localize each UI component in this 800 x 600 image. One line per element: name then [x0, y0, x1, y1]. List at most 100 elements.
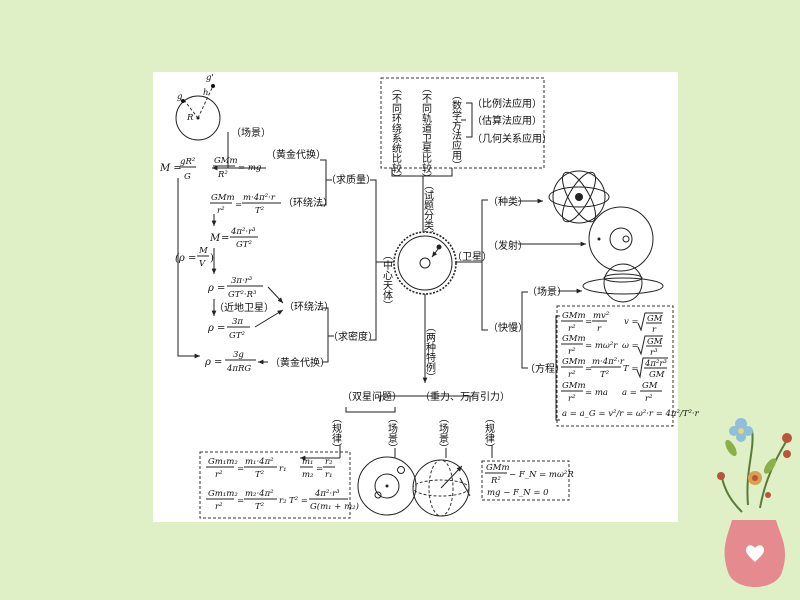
svg-text:a = a_G = v²/r = ω²·r = 4π²/T²: a = a_G = v²/r = ω²·r = 4π²/T²·r	[562, 409, 700, 419]
svg-text:T²: T²	[255, 470, 265, 480]
heart-icon	[745, 545, 765, 562]
label-changjing-left: （场景）	[231, 126, 271, 139]
svg-text:r³: r³	[650, 348, 658, 358]
formula-orbit-mass: GMm r² = m·4π²·r T²	[210, 193, 281, 216]
svg-text:Gm₁m₂: Gm₁m₂	[208, 457, 238, 467]
svg-text:GMm: GMm	[486, 463, 510, 473]
label-teli: （两种特例）	[424, 322, 436, 382]
svg-text:r₂: r₂	[279, 496, 287, 506]
speed-equations: GMm r² = mv² r v = GM r GMm r² = mω²r ω …	[561, 311, 700, 419]
central-gear	[393, 231, 457, 295]
label-gusuan: （估算法应用）	[472, 114, 542, 127]
launch-orbit-figure	[588, 206, 654, 272]
svg-text:4π²r³: 4π²r³	[644, 359, 667, 369]
fig-R-label: R	[186, 113, 194, 123]
svg-text:3g: 3g	[233, 350, 244, 360]
double-star-figure	[357, 456, 417, 516]
svg-text:GM: GM	[647, 314, 663, 324]
svg-text:r²: r²	[568, 347, 576, 357]
label-shuxue-fangfa: （数学方法应用）	[450, 90, 462, 170]
svg-text:r₁: r₁	[325, 470, 332, 480]
svg-text:=: =	[217, 283, 225, 294]
fig-g-prime-label: g'	[206, 73, 214, 83]
svg-text:m·4π²·r: m·4π²·r	[243, 193, 276, 203]
speed-equations-box	[556, 305, 674, 427]
svg-text:3π·r³: 3π·r³	[231, 276, 253, 286]
svg-text:GMm: GMm	[211, 193, 235, 203]
diagram-card	[153, 72, 678, 522]
svg-text:GT²·R³: GT²·R³	[228, 290, 257, 300]
svg-text:T²: T²	[255, 502, 265, 512]
svg-text:=: =	[221, 233, 229, 244]
label-jindi: （近地卫星）	[214, 301, 274, 314]
svg-text:r²: r²	[215, 470, 223, 480]
svg-text:= mω²r: = mω²r	[585, 341, 618, 351]
label-guilv-1: （规律）	[330, 413, 342, 453]
svg-text:V: V	[199, 259, 206, 269]
svg-text:− F_N = mω²R: − F_N = mω²R	[509, 470, 574, 480]
label-kuaiman: （快慢）	[488, 322, 528, 334]
svg-text:ρ: ρ	[207, 283, 214, 294]
formula-density-near: ρ = 3π GT²	[207, 317, 250, 341]
top-comparison-box	[380, 77, 545, 169]
svg-text:M =: M =	[159, 163, 182, 174]
svg-text:m·4π²·r: m·4π²·r	[592, 357, 625, 367]
double-star-formulas: Gm₁m₂ r² = m₁·4π² T² r₁ m₁ m₂ = r₂ r₁ Gm…	[206, 457, 359, 512]
svg-text:=: =	[214, 357, 222, 368]
svg-text:T²: T²	[600, 370, 610, 380]
svg-text:ρ: ρ	[207, 323, 214, 334]
svg-text:=: =	[237, 496, 244, 506]
svg-text:ω =: ω =	[622, 341, 639, 351]
svg-text:4π²·r³: 4π²·r³	[230, 227, 256, 237]
gravity-formula-box	[481, 460, 570, 501]
svg-text:4πRG: 4πRG	[226, 364, 251, 374]
label-qiuzhiliang: （求质量）	[326, 174, 376, 186]
svg-text:=: =	[585, 364, 592, 374]
svg-text:G: G	[184, 172, 191, 182]
svg-text:R²: R²	[217, 170, 228, 180]
formula-density-orbit: ρ = 3π·r³ GT²·R³	[207, 276, 263, 300]
svg-text:m₂·4π²: m₂·4π²	[245, 489, 274, 499]
svg-text:r₂: r₂	[325, 457, 333, 467]
label-changjing-2: （场景）	[437, 413, 449, 453]
svg-text:mv²: mv²	[593, 311, 610, 321]
svg-text:r: r	[652, 325, 657, 335]
label-huangjin-1: （黄金代换）	[266, 148, 326, 161]
svg-text:GT²: GT²	[229, 331, 245, 341]
label-jihe: （几何关系应用）	[472, 132, 552, 145]
svg-text:= ma: = ma	[585, 388, 608, 398]
svg-text:M: M	[209, 233, 221, 244]
formula-mass-golden: M = gR² G	[159, 157, 196, 182]
label-shuangxing: （双星问题）	[342, 390, 402, 403]
formula-density-def: (ρ = M V )	[175, 246, 214, 269]
svg-text:G(m₁ + m₂): G(m₁ + m₂)	[310, 501, 359, 512]
label-bili: （比例法应用）	[472, 97, 542, 110]
svg-text:GMm: GMm	[562, 381, 586, 391]
fig-h-label: h	[203, 88, 208, 98]
label-fangcheng: （方程）	[525, 362, 565, 375]
flower-head-1	[729, 418, 753, 442]
formula-golden-substitution: GMm R² = mg	[213, 156, 262, 180]
svg-text:Gm₁m₂: Gm₁m₂	[208, 489, 238, 499]
svg-text:a =: a =	[622, 388, 637, 398]
svg-text:=: =	[585, 317, 592, 327]
svg-text:): )	[210, 253, 214, 264]
svg-text:(ρ =: (ρ =	[175, 253, 196, 264]
label-huanrao-xitong: （不同环绕系统比较）	[390, 83, 402, 183]
svg-text:r²: r²	[568, 370, 576, 380]
gravity-formulas: GMm R² − F_N = mω²R mg − F_N = 0	[485, 463, 574, 498]
label-zhongxin: （中心天体）	[381, 250, 393, 310]
label-fenlei: （试题分类）	[422, 180, 434, 240]
svg-text:4π²·r³: 4π²·r³	[314, 489, 340, 499]
svg-text:r²: r²	[568, 324, 576, 334]
svg-text:T²: T²	[255, 206, 265, 216]
svg-text:T =: T =	[623, 364, 639, 374]
label-changjing-right: （场景）	[527, 285, 567, 298]
svg-text:GMm: GMm	[562, 311, 586, 321]
svg-text:GMm: GMm	[562, 357, 586, 367]
svg-text:m₁·4π²: m₁·4π²	[245, 457, 274, 467]
svg-text:r²: r²	[568, 394, 576, 404]
svg-text:ρ: ρ	[204, 357, 211, 368]
flower-vase-decoration	[717, 418, 792, 587]
svg-text:M: M	[198, 246, 208, 256]
